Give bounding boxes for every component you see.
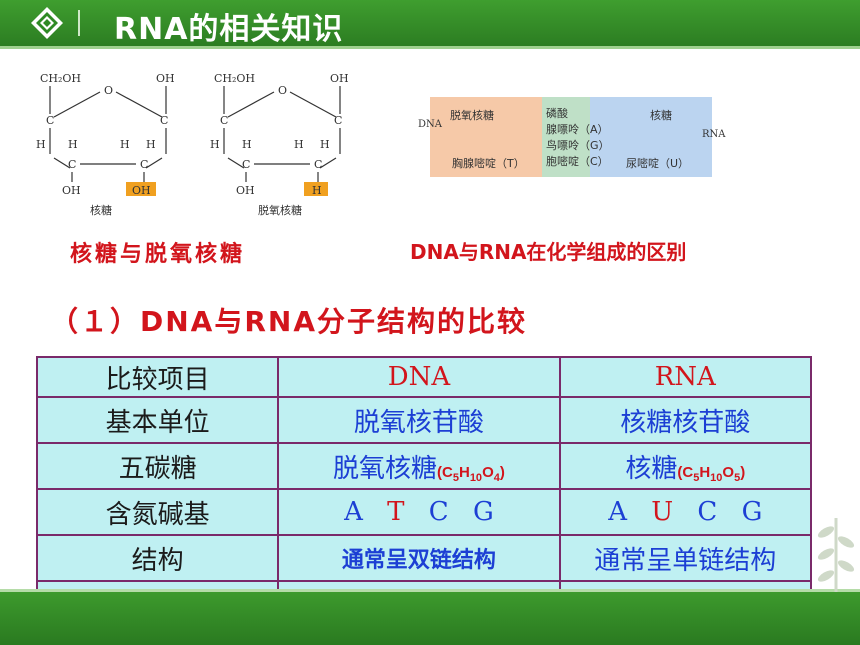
dna-sugar-cell: 脱氧核糖(C5H10O4) [277, 442, 561, 490]
ribose-c2: C [68, 158, 76, 171]
deoxyribose-structure-diagram: CH₂OH OH O C C H H H H C C OH H 脱氧核糖 [210, 72, 349, 217]
rna-base-g: G [741, 497, 763, 527]
deoxyribose-h1: H [210, 138, 220, 151]
deoxyribose-c4: C [334, 114, 342, 127]
ribose-h2: H [68, 138, 78, 151]
deoxyribose-ring-oxygen: O [278, 84, 287, 97]
venn-rna-sugar: 核糖 [650, 109, 672, 122]
venn-common-2: 鸟嘌呤（G） [546, 139, 610, 152]
comparison-table: 比较项目 DNA RNA 基本单位 脱氧核苷酸 核糖核苷酸 五碳糖 脱氧核糖(C… [35, 356, 813, 628]
rna-base-a: A [608, 497, 627, 527]
deoxyribose-c3: C [314, 158, 322, 171]
dna-bases: A T C G [277, 488, 561, 536]
ribose-c4: C [160, 114, 168, 127]
shared-region [542, 97, 590, 177]
ribose-c1: C [46, 114, 54, 127]
caption-sugars: 核糖与脱氧核糖 [70, 242, 246, 267]
ribose-structure-diagram: CH₂OH OH O C C H H H H C C OH OH 核糖 [36, 72, 175, 217]
venn-dna-label: DNA [418, 119, 442, 130]
table-row: 结构 通常呈双链结构 通常呈单链结构 [35, 534, 813, 582]
dna-base-g: G [472, 497, 494, 527]
row-label-base: 含氮碱基 [35, 488, 280, 536]
dna-unit: 脱氧核苷酸 [277, 396, 561, 444]
ribose-c3: C [140, 158, 148, 171]
table-header-row: 比较项目 DNA RNA [35, 356, 813, 398]
ribose-oh-left: OH [62, 184, 81, 197]
rna-base-c: C [697, 497, 718, 527]
rna-sugar-cell: 核糖(C5H10O5) [558, 442, 813, 490]
header-separator [78, 10, 80, 36]
ribose-ch2oh: CH₂OH [40, 72, 81, 85]
venn-common-3: 胞嘧啶（C） [546, 155, 609, 168]
dna-sugar-formula: (C5H10O4) [437, 463, 505, 484]
venn-rna-label: RNA [702, 129, 726, 140]
diamond-logo-icon [30, 6, 64, 40]
venn-common-1: 腺嘌呤（A） [546, 123, 609, 136]
deoxyribose-oh-left: OH [236, 184, 255, 197]
table-row: 五碳糖 脱氧核糖(C5H10O4) 核糖(C5H10O5) [35, 442, 813, 490]
rna-sugar-formula: (C5H10O5) [677, 463, 746, 484]
rna-base-u: U [651, 497, 674, 527]
ribose-ring-oxygen: O [104, 84, 113, 97]
deoxyribose-label: 脱氧核糖 [258, 203, 302, 217]
row-label-unit: 基本单位 [35, 396, 280, 444]
dna-base-t: T [387, 497, 405, 527]
footer-line [0, 589, 860, 592]
table-row: 基本单位 脱氧核苷酸 核糖核苷酸 [35, 396, 813, 444]
venn-common-0: 磷酸 [546, 107, 568, 120]
dna-base-c: C [428, 497, 449, 527]
row-label-structure: 结构 [35, 534, 280, 582]
deoxyribose-h3: H [294, 138, 304, 151]
venn-rna-only-base: 尿嘧啶（U） [626, 157, 690, 170]
venn-dna-sugar: 脱氧核糖 [450, 109, 494, 122]
footer-band [0, 592, 860, 645]
deoxyribose-c2: C [242, 158, 250, 171]
header-item: 比较项目 [35, 356, 280, 398]
rna-unit: 核糖核苷酸 [558, 396, 813, 444]
deoxyribose-oh-top: OH [330, 72, 349, 85]
ribose-h1: H [36, 138, 46, 151]
row-label-sugar: 五碳糖 [35, 442, 280, 490]
deoxyribose-h4: H [320, 138, 330, 151]
header-rna: RNA [558, 356, 813, 398]
plant-decoration-icon [817, 518, 855, 592]
deoxyribose-c1: C [220, 114, 228, 127]
ribose-h3: H [120, 138, 130, 151]
deoxyribose-h2: H [242, 138, 252, 151]
dna-sugar: 脱氧核糖 [333, 453, 438, 484]
header-underline [0, 46, 860, 49]
deoxyribose-h-highlight: H [312, 184, 322, 197]
header-dna: DNA [277, 356, 561, 398]
venn-dna-only-base: 胸腺嘧啶（T） [452, 157, 525, 170]
section-title: （１）DNA与RNA分子结构的比较 [50, 305, 528, 338]
rna-sugar: 核糖 [625, 453, 678, 484]
deoxyribose-ch2oh: CH₂OH [214, 72, 255, 85]
dna-structure: 通常呈双链结构 [277, 534, 561, 582]
ribose-oh-highlight: OH [132, 184, 151, 197]
page-title: RNA的相关知识 [114, 12, 344, 47]
ribose-h4: H [146, 138, 156, 151]
ribose-oh-top: OH [156, 72, 175, 85]
header-bar: RNA的相关知识 [0, 0, 860, 47]
dna-base-a: A [344, 497, 363, 527]
rna-bases: A U C G [558, 488, 813, 536]
composition-comparison-diagram: DNA RNA 脱氧核糖 胸腺嘧啶（T） 磷酸 腺嘌呤（A） 鸟嘌呤（G） 胞嘧… [418, 97, 728, 187]
rna-structure: 通常呈单链结构 [558, 534, 813, 582]
table-row: 含氮碱基 A T C G A U C G [35, 488, 813, 536]
ribose-label: 核糖 [90, 203, 112, 217]
caption-composition: DNA与RNA在化学组成的区别 [410, 240, 687, 264]
